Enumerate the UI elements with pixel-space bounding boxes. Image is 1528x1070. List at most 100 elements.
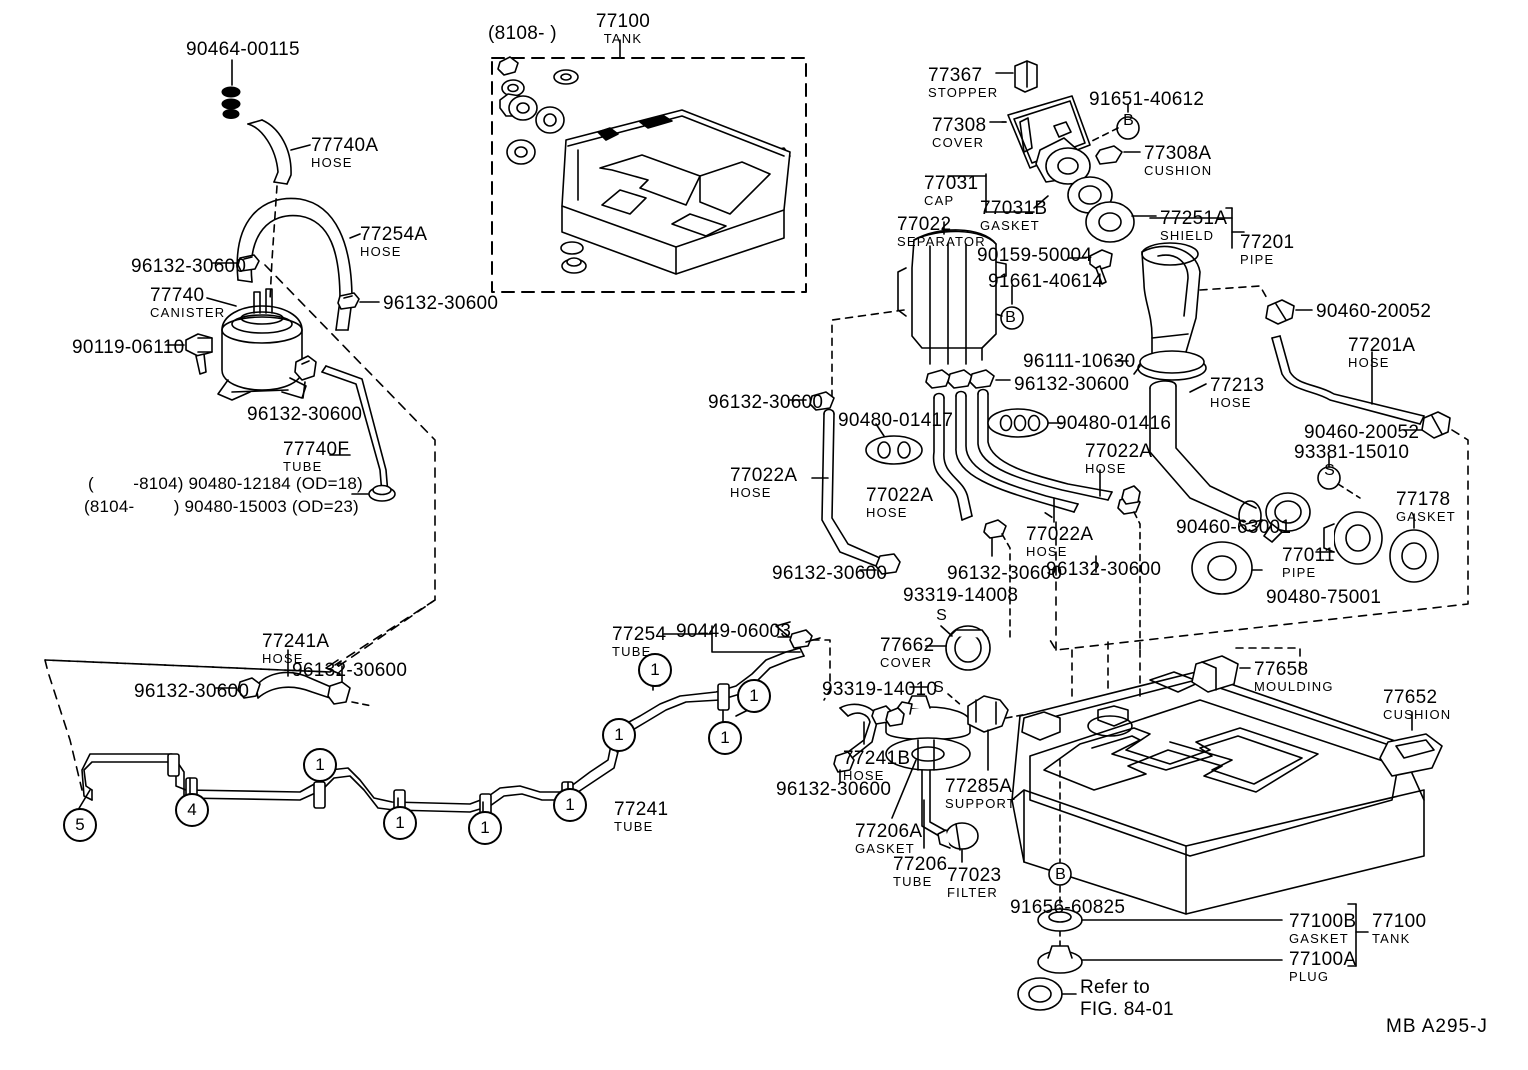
part-name: MOULDING <box>1254 679 1334 694</box>
reference-circle-number: 1 <box>553 788 587 822</box>
part-number: 91661-40614 <box>988 271 1104 292</box>
part-number: 96132-30600 <box>383 293 499 314</box>
refer-note-line-1: Refer to <box>1080 977 1150 998</box>
part-callout: 93319-14008 <box>903 586 1018 605</box>
part-callout: 90480-01416 <box>1056 414 1171 433</box>
part-number: 96132-30600 <box>247 404 363 425</box>
part-name: HOSE <box>1348 355 1390 370</box>
part-number: 96132-30600 <box>292 660 408 681</box>
part-number: 77740 <box>150 285 205 306</box>
reference-circle-number: 1 <box>303 748 337 782</box>
part-name: HOSE <box>311 155 353 170</box>
part-number: 77206A <box>855 821 923 842</box>
part-callout: 96132-30600 <box>134 682 249 701</box>
part-callout: 96132-30600 <box>131 257 246 276</box>
part-callout: 96132-30600 <box>247 405 362 424</box>
part-number: 96132-30600 <box>131 256 247 277</box>
part-name: TUBE <box>283 459 323 474</box>
part-number: 93381-15010 <box>1294 442 1410 463</box>
part-name: SUPPORT <box>945 796 1017 811</box>
part-name: GASKET <box>1396 509 1456 524</box>
refer-note-line-2: FIG. 84-01 <box>1080 999 1174 1020</box>
part-number: 77022A <box>1026 524 1094 545</box>
part-callout: 93319-14010 <box>822 680 937 699</box>
part-callout: 90460-20052 <box>1304 423 1419 442</box>
part-number: 77100B <box>1289 911 1357 932</box>
part-number: 77241B <box>843 748 911 769</box>
part-number: 77241A <box>262 631 330 652</box>
reference-circle-number: 1 <box>737 679 771 713</box>
part-callout: 96132-30600 <box>772 564 887 583</box>
part-number: 77658 <box>1254 659 1309 680</box>
part-callout: 90119-06110 <box>72 338 184 357</box>
part-number: 96132-30600 <box>947 563 1063 584</box>
note-line-1: ( -8104) 90480-12184 (OD=18) <box>88 474 363 493</box>
part-number: 90464-00115 <box>186 39 300 60</box>
reference-circle-number: 1 <box>602 718 636 752</box>
part-number: 96132-30600 <box>134 681 250 702</box>
part-number: 90480-01416 <box>1056 413 1172 434</box>
part-number: 77178 <box>1396 489 1451 510</box>
part-callout: 90159-50004 <box>977 246 1092 265</box>
part-number: 77022 <box>897 214 952 235</box>
part-callout: 93381-15010 <box>1294 443 1409 462</box>
part-number: 77023 <box>947 865 1002 886</box>
part-name: TUBE <box>614 819 654 834</box>
part-number: 93319-14008 <box>903 585 1019 606</box>
part-name: CANISTER <box>150 305 226 320</box>
part-number: 96132-30600 <box>1046 559 1162 580</box>
part-callout: 96132-30600 <box>708 393 823 412</box>
part-number: 77100 <box>1372 911 1427 932</box>
reference-circle-number: 4 <box>175 793 209 827</box>
part-name: TANK <box>1372 931 1411 946</box>
part-callout: 90480-75001 <box>1266 588 1381 607</box>
part-number: 77206 <box>893 854 948 875</box>
part-number: 77213 <box>1210 375 1265 396</box>
part-number: 77022A <box>866 485 934 506</box>
part-callout: 91661-40614 <box>988 272 1103 291</box>
part-number: 90480-75001 <box>1266 587 1382 608</box>
part-name: PLUG <box>1289 969 1330 984</box>
part-number: 90460-20052 <box>1316 301 1432 322</box>
part-number: 77022A <box>1085 441 1153 462</box>
part-number: 91656-60825 <box>1010 897 1126 918</box>
part-callout: 96132-30600 <box>383 294 498 313</box>
part-name: HOSE <box>866 505 908 520</box>
reference-circle-number: 5 <box>63 808 97 842</box>
part-callout: 90449-06003 <box>676 622 791 641</box>
part-number: 77367 <box>928 65 983 86</box>
inset-range-label: (8108- ) <box>488 23 557 44</box>
reference-circle-number: 1 <box>383 806 417 840</box>
part-name: PIPE <box>1282 565 1317 580</box>
part-number: 90460-63001 <box>1176 517 1292 538</box>
part-name: CUSHION <box>1383 707 1452 722</box>
part-number: 90119-06110 <box>72 337 185 358</box>
part-name: PIPE <box>1240 252 1275 267</box>
part-number: 77011 <box>1282 545 1335 566</box>
inset-tank-label: 77100 TANK <box>595 11 651 46</box>
reference-letter-marker: B <box>1005 308 1016 326</box>
part-name: TUBE <box>612 644 652 659</box>
part-number: 77241 <box>614 799 669 820</box>
reference-letter-marker: S <box>933 678 944 696</box>
part-name: GASKET <box>855 841 915 856</box>
